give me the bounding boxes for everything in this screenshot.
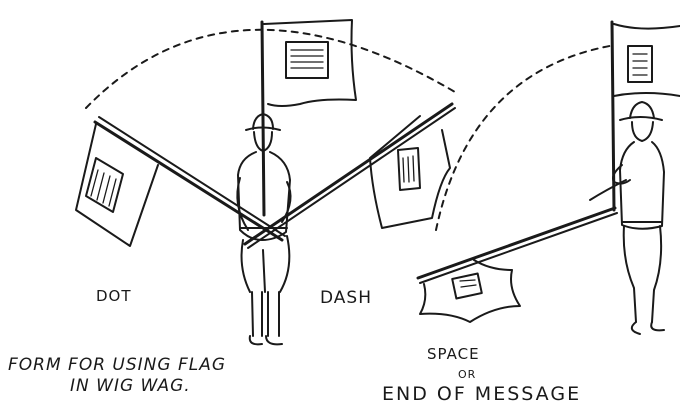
space-label: SPACE [427,345,480,363]
flag-emblem [397,147,421,191]
end-of-message-label: END OF MESSAGE [382,383,582,405]
dot-label: DOT [96,287,132,305]
center-soldier [236,113,292,346]
flag-emblem [451,272,483,300]
space-flag [416,206,618,323]
swing-arc-dashed-right [435,44,616,231]
swing-arc-dashed [85,28,456,109]
flag-emblem [85,157,124,213]
caption-line-1: FORM FOR USING FLAG [8,355,227,375]
dash-flag [243,102,456,249]
dash-label: DASH [320,288,372,308]
flag-emblem [627,45,653,83]
upright-flag [260,19,357,217]
right-soldier [589,101,665,335]
flag-emblem [285,41,329,79]
caption-line-2: IN WIG WAG. [70,376,191,396]
dot-flag [75,116,286,247]
or-label: OR [458,368,477,381]
